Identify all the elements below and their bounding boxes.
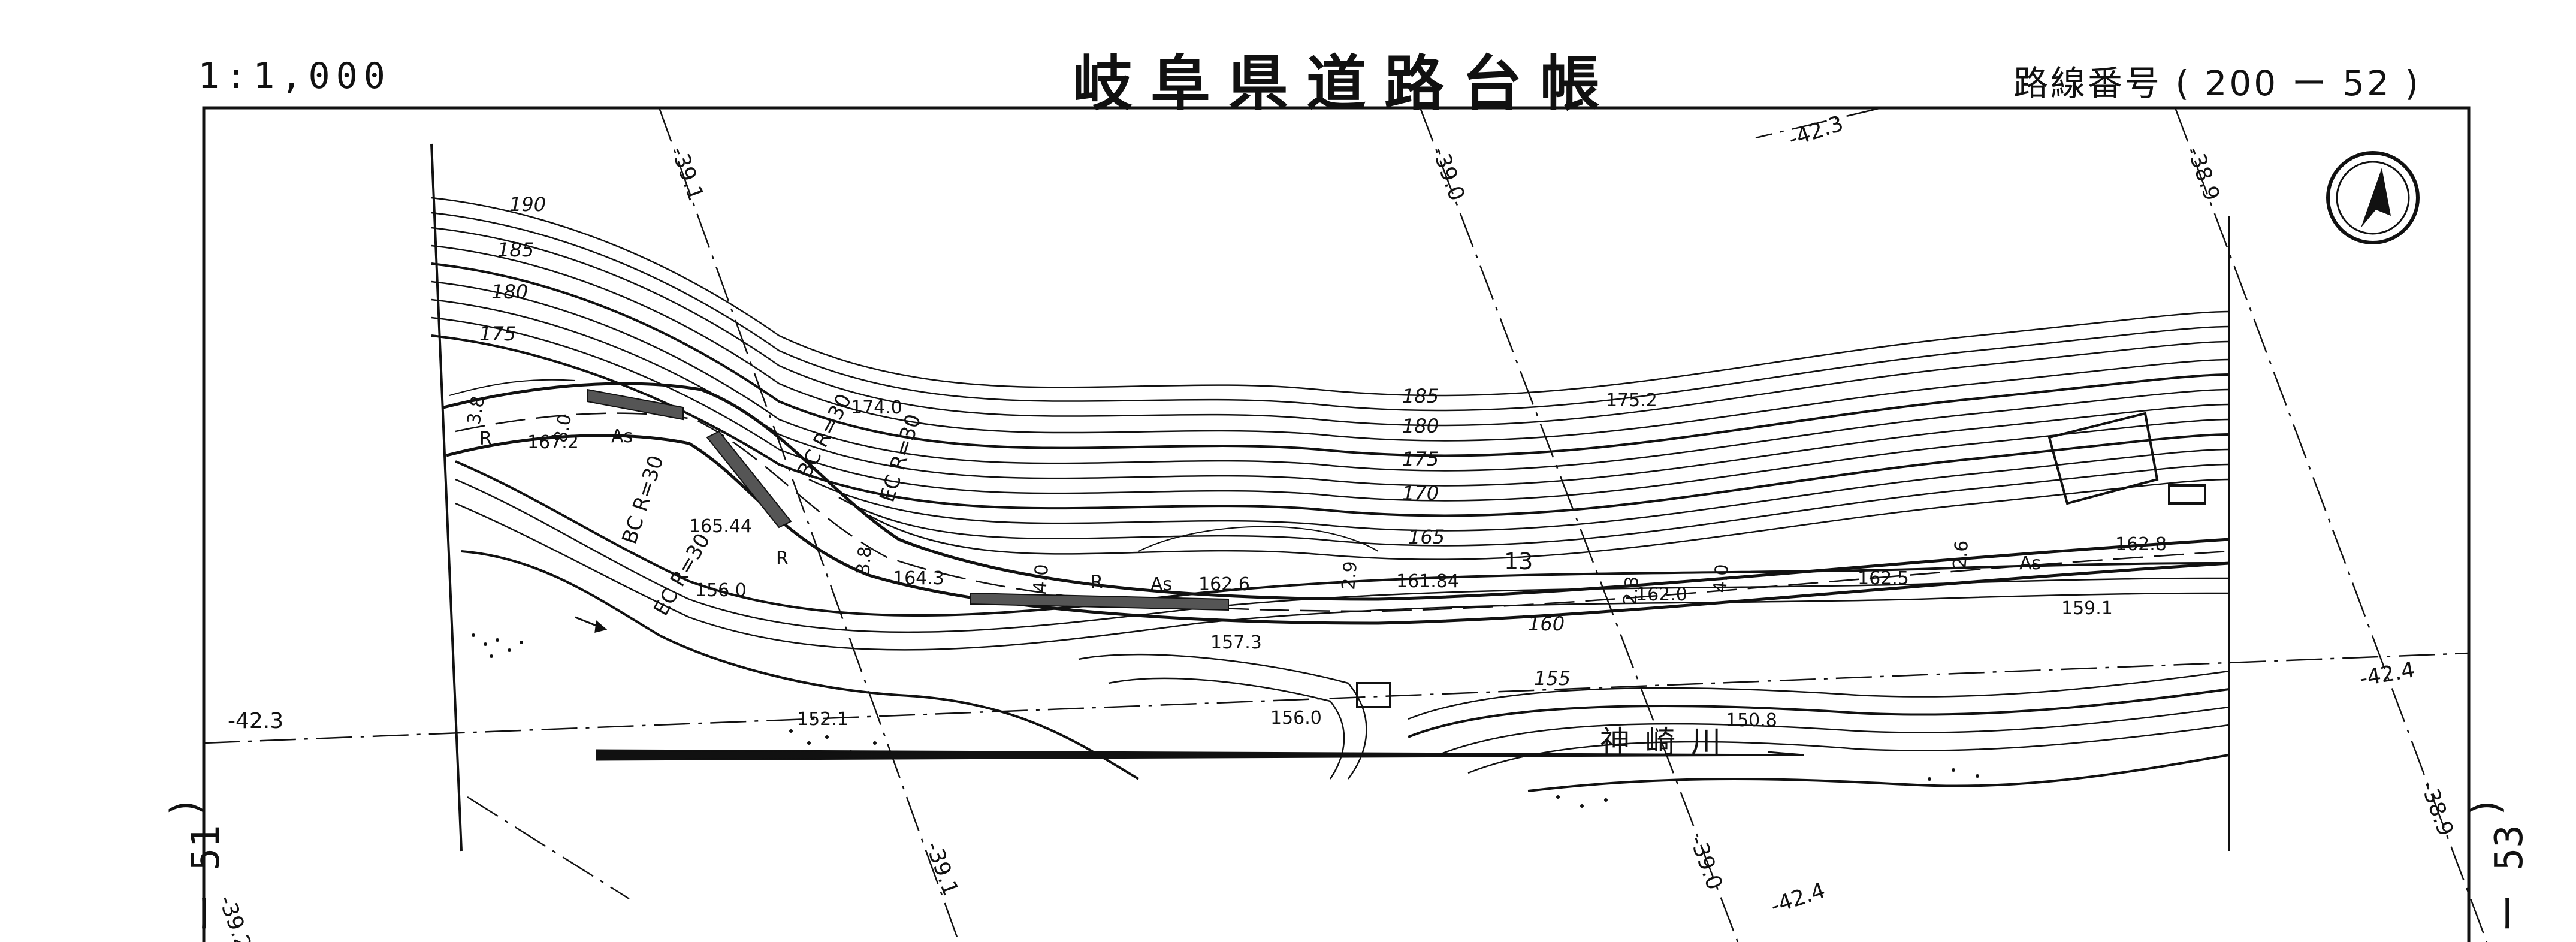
road-width-23: 2.3: [1620, 575, 1643, 606]
road-width-80: 8.0: [550, 412, 576, 444]
retaining-wall-hatching: [587, 388, 1229, 611]
coord-top-391: -39.1: [666, 143, 708, 204]
flow-arrows: [575, 616, 1804, 761]
spot-1626: 162.6: [1198, 574, 1250, 595]
spot-1560b: 156.0: [1270, 708, 1322, 729]
road-width-40b: 4.0: [1710, 563, 1733, 594]
contour-labels: 190 185 180 175 185 180 175 170 165 160 …: [479, 193, 1571, 690]
contour-label-175: 175: [479, 322, 516, 345]
side-label-right: ー 53: [2487, 825, 2532, 932]
cut-slope-hachures: [449, 379, 1379, 552]
curve-bc-left: BC R=30: [618, 452, 669, 547]
map-frame: [202, 106, 2471, 942]
spot-heights: 167.2 174.0 165.44 156.0 164.3 162.6 161…: [527, 390, 2167, 731]
road-r-3: R: [776, 548, 789, 569]
spot-1508: 150.8: [1726, 710, 1777, 731]
grid-lines: [203, 107, 2488, 942]
contour-label-175b: 175: [1402, 448, 1439, 470]
north-arrow-icon: [2326, 151, 2420, 244]
road-width-38: 3.8: [463, 394, 489, 426]
curve-ec-left: EC R=30: [649, 529, 715, 620]
river-name: 神崎川: [1600, 724, 1737, 759]
contour-label-180b: 180: [1402, 415, 1439, 437]
road-as-2: As: [1150, 574, 1172, 595]
contour-label-170: 170: [1402, 482, 1439, 505]
spot-1573: 157.3: [1210, 632, 1262, 653]
coord-bottom-391: -39.1: [921, 838, 963, 899]
sheet-edge-left: [430, 143, 463, 852]
spot-1740: 174.0: [851, 397, 902, 418]
spot-1591: 159.1: [2061, 598, 2113, 619]
contour-label-165: 165: [1408, 526, 1445, 548]
contour-label-185: 185: [497, 238, 534, 261]
coord-right-389: -38.9: [2416, 778, 2458, 840]
road-as-1: As: [611, 426, 633, 447]
side-label-left-close: ): [163, 795, 208, 819]
road-width-29: 2.9: [1338, 560, 1361, 591]
coord-top-423: -42.3: [1786, 111, 1846, 152]
map-scale: 1:1,000: [198, 55, 391, 97]
route-number: 路線番号 ( 200 ー 52 ): [2013, 63, 2421, 104]
road-width-26: 2.6: [1949, 539, 1973, 570]
buildings: [1356, 412, 2206, 708]
coord-top-389: -38.9: [2182, 143, 2224, 204]
road-annotations: As As As R R R 3.8 8.0 4.0 2.9 2.6 4.0 2…: [463, 394, 2041, 605]
coord-bottom-390: -39.0: [1685, 832, 1727, 893]
spot-1560: 156.0: [695, 580, 747, 601]
coord-bottom-424: -42.4: [1768, 878, 1828, 919]
road-station-13: 13: [1504, 548, 1533, 575]
coord-left-423: -42.3: [228, 709, 283, 733]
road-r-2: R: [1091, 572, 1103, 593]
side-label-right-close: ): [2464, 795, 2509, 819]
contour-label-160: 160: [1528, 612, 1565, 635]
side-label-left: ー 51: [183, 825, 228, 932]
river-banks: [461, 550, 2230, 792]
spot-1628: 162.8: [2115, 534, 2167, 555]
spot-1672: 167.2: [527, 432, 579, 453]
spot-1521: 152.1: [797, 709, 848, 730]
coord-top-390: -39.0: [1427, 143, 1469, 204]
contour-label-155: 155: [1534, 667, 1571, 690]
spot-1643: 164.3: [893, 568, 944, 589]
contour-label-190: 190: [509, 193, 546, 216]
spot-16544: 165.44: [689, 516, 752, 537]
road-as-3: As: [2019, 553, 2041, 574]
contour-label-180: 180: [491, 280, 528, 303]
contour-label-185b: 185: [1402, 385, 1439, 407]
spot-1752: 175.2: [1606, 390, 1657, 411]
page-title: 岐阜県道路台帳: [1073, 48, 1618, 119]
road-width-38b: 3.8: [853, 545, 876, 576]
curve-bc-mid: BC R=30: [793, 390, 857, 482]
contour-lines-upper: [431, 197, 2230, 560]
road-width-40: 4.0: [1029, 563, 1053, 594]
spot-1625: 162.5: [1858, 568, 1909, 589]
curve-ec-mid: EC R=30: [875, 411, 926, 505]
contour-lines-lower: [455, 460, 2230, 780]
spot-16184: 161.84: [1396, 571, 1459, 592]
road-r-1: R: [479, 428, 492, 449]
coord-right-424: -42.4: [2357, 657, 2417, 692]
spot-1620: 162.0: [1636, 584, 1687, 605]
